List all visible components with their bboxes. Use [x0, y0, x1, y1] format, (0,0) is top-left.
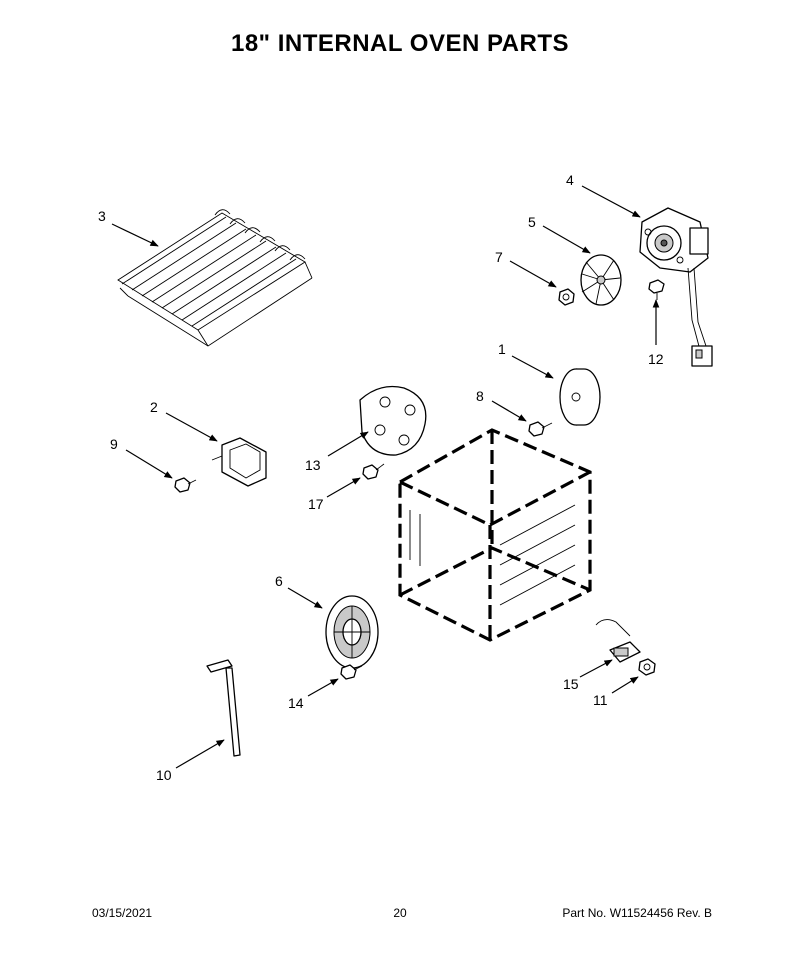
leader-6: [287, 587, 323, 609]
leader-13: [327, 431, 369, 457]
callout-4: 4: [566, 172, 574, 188]
fan-blade-part: [580, 254, 622, 306]
screw-part-9: [174, 477, 197, 493]
convection-element-part: [325, 595, 379, 669]
convection-cover-part: [559, 368, 601, 426]
callout-8: 8: [476, 388, 484, 404]
page-title: 18" INTERNAL OVEN PARTS: [230, 30, 570, 57]
callout-13: 13: [305, 457, 321, 473]
callout-7: 7: [495, 249, 503, 265]
footer-page-number: 20: [393, 906, 407, 920]
leader-1: [511, 355, 554, 379]
callout-3: 3: [98, 208, 106, 224]
callout-numbers: 3 4 5 7 12 1 8 2 9 13 17 6 14 10 15 11: [98, 172, 664, 783]
gasket-plate-part: [359, 385, 427, 456]
callout-15: 15: [563, 676, 579, 692]
screw-part-8: [528, 421, 553, 437]
callout-11: 11: [593, 692, 608, 708]
callout-1: 1: [498, 341, 506, 357]
leader-10: [175, 739, 225, 769]
callout-2: 2: [150, 399, 158, 415]
leader-9: [125, 449, 173, 479]
leader-14: [307, 678, 339, 697]
callout-6: 6: [275, 573, 283, 589]
screw-part-14: [340, 664, 363, 680]
callout-leaders: [111, 185, 660, 769]
leader-15: [579, 659, 613, 678]
bracket-part: [211, 437, 267, 487]
leader-3: [111, 223, 159, 247]
callout-10: 10: [156, 767, 172, 783]
leader-11: [611, 676, 639, 694]
leader-7: [509, 260, 557, 288]
leader-2: [165, 412, 218, 442]
nut-part-7: [558, 288, 575, 306]
callout-9: 9: [110, 436, 118, 452]
sensor-switch-part-15: [595, 619, 641, 663]
callout-14: 14: [288, 695, 304, 711]
nut-part-11: [638, 658, 656, 676]
oven-rack-part: [117, 209, 313, 347]
leader-8: [491, 400, 527, 422]
leader-17: [326, 477, 361, 498]
footer-date: 03/15/2021: [92, 906, 153, 920]
footer-part-info: Part No. W11524456 Rev. B: [562, 906, 712, 920]
callout-12: 12: [648, 351, 664, 367]
callout-5: 5: [528, 214, 536, 230]
leader-4: [581, 185, 641, 218]
callout-17: 17: [308, 496, 324, 512]
screw-part-12: [648, 279, 665, 300]
oven-cavity: [398, 428, 592, 642]
screw-part-17: [362, 463, 385, 480]
temperature-sensor-part: [206, 659, 241, 757]
leader-5: [542, 225, 591, 254]
convection-motor-part: [639, 207, 713, 367]
